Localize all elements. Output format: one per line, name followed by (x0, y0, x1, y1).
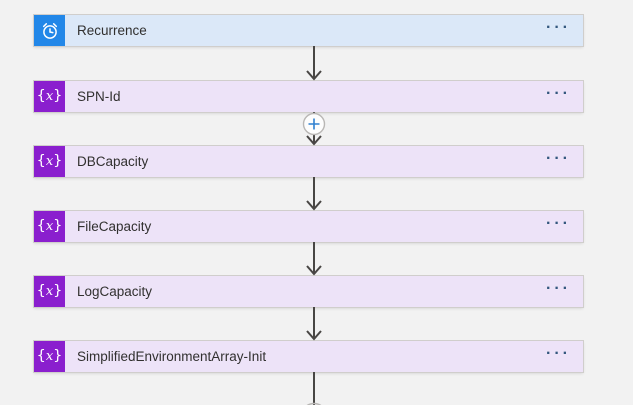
step-menu-button[interactable]: ··· (542, 215, 575, 237)
step-title: DBCapacity (77, 154, 149, 169)
step-menu-button[interactable]: ··· (542, 19, 575, 41)
connector-arrow (298, 112, 330, 146)
flow-step-card[interactable]: {x} SPN-Id ··· (34, 81, 583, 112)
step-title: Recurrence (77, 23, 147, 38)
step-title: LogCapacity (77, 284, 153, 299)
step-menu-button[interactable]: ··· (542, 345, 575, 367)
variable-x-icon: {x} (34, 276, 65, 307)
step-title: SimplifiedEnvironmentArray-Init (77, 349, 267, 364)
insert-circle-peek (306, 402, 322, 405)
connector-arrow (298, 242, 330, 276)
insert-step-plus-button[interactable] (302, 112, 326, 136)
step-title: FileCapacity (77, 219, 152, 234)
variable-x-icon: {x} (34, 211, 65, 242)
step-menu-button[interactable]: ··· (542, 150, 575, 172)
step-menu-button[interactable]: ··· (542, 85, 575, 107)
connector-arrow (298, 177, 330, 211)
flow-step-card[interactable]: {x} FileCapacity ··· (34, 211, 583, 242)
flow-step-card[interactable]: {x} SimplifiedEnvironmentArray-Init ··· (34, 341, 583, 372)
connector-stem-partial (298, 372, 330, 405)
step-menu-button[interactable]: ··· (542, 280, 575, 302)
flow-step-card[interactable]: {x} DBCapacity ··· (34, 146, 583, 177)
flow-step-card[interactable]: {x} Recurrence ··· (34, 15, 583, 46)
variable-x-icon: {x} (34, 146, 65, 177)
connector-arrow (298, 46, 330, 81)
alarm-clock-icon: {x} (34, 15, 65, 46)
step-title: SPN-Id (77, 89, 121, 104)
variable-x-icon: {x} (34, 341, 65, 372)
connector-arrow (298, 307, 330, 341)
variable-x-icon: {x} (34, 81, 65, 112)
flow-step-card[interactable]: {x} LogCapacity ··· (34, 276, 583, 307)
